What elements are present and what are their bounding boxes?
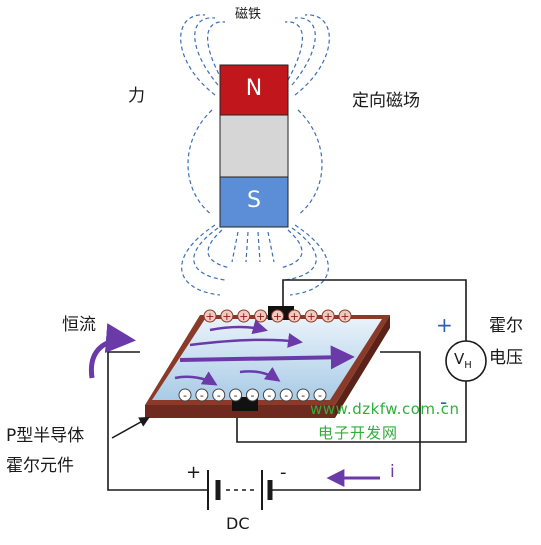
carrier-circle <box>254 309 268 323</box>
field-line <box>284 227 317 281</box>
hall-voltage-label-2: 电压 <box>489 348 523 368</box>
magnetic-field-lines <box>180 14 330 296</box>
carrier-circle <box>220 309 234 323</box>
south-pole-label: S <box>247 188 261 213</box>
flow-arrow <box>174 371 218 386</box>
carrier-circle <box>237 309 251 323</box>
carrier-circle <box>178 388 192 402</box>
force-label: 力 <box>128 86 145 106</box>
carrier-circle <box>304 309 318 323</box>
website-url: www.dzkfw.com.cn <box>310 400 460 418</box>
carrier-flow-arrows <box>174 319 355 386</box>
field-line <box>181 224 221 296</box>
carrier-sign: - <box>234 389 238 402</box>
wire-right <box>268 351 421 491</box>
flow-arrow <box>189 332 303 348</box>
wire-bottom-v <box>236 378 467 443</box>
carrier-sign: + <box>340 310 349 323</box>
carrier-sign: - <box>284 389 288 402</box>
north-pole <box>219 64 289 116</box>
carrier-circle <box>321 309 335 323</box>
hall-voltage-label-1: 霍尔 <box>489 316 523 336</box>
voltmeter-v: V <box>454 350 465 368</box>
field-line <box>187 109 213 216</box>
carrier-circle <box>338 309 352 323</box>
carrier-circle <box>203 309 217 323</box>
south-pole <box>219 176 289 228</box>
plate-thickness <box>145 405 335 418</box>
flow-arrow <box>179 345 355 370</box>
carrier-sign: + <box>307 310 316 323</box>
minus-bottom: - <box>440 390 448 414</box>
positive-carriers: + + + + + + + + + <box>203 309 352 323</box>
site-name: 电子开发网 <box>318 424 399 442</box>
field-line <box>267 231 275 263</box>
current-symbol: i <box>390 462 395 482</box>
magnet-label: 磁铁 <box>235 7 262 22</box>
carrier-sign: + <box>222 310 231 323</box>
field-line <box>193 227 226 281</box>
field-line <box>194 17 219 86</box>
carrier-sign: - <box>267 389 271 402</box>
negative-carriers: --------- <box>178 388 327 402</box>
field-line <box>245 231 249 263</box>
field-line <box>297 109 323 216</box>
field-line <box>289 224 329 296</box>
constant-current-arrow <box>88 323 136 379</box>
dc-battery <box>207 470 273 510</box>
field-line <box>180 14 216 96</box>
field-line <box>284 21 303 81</box>
dc-label: DC <box>226 514 250 533</box>
flow-arrow <box>239 366 281 382</box>
carrier-circle <box>287 309 301 323</box>
carrier-sign: - <box>251 389 255 402</box>
carrier-sign: + <box>239 310 248 323</box>
carrier-circle <box>246 388 259 402</box>
carrier-sign: + <box>205 310 214 323</box>
carrier-sign: + <box>324 310 333 323</box>
carrier-circle <box>313 388 327 402</box>
plate-side <box>335 315 390 418</box>
carrier-sign: - <box>217 389 221 402</box>
carrier-circle <box>296 388 310 402</box>
element-leader-arrow <box>111 416 150 439</box>
voltmeter-circle <box>445 340 487 382</box>
carrier-sign: + <box>290 310 299 323</box>
field-line <box>231 231 239 263</box>
magnet-middle <box>219 114 289 178</box>
battery-plus: + <box>186 462 202 483</box>
wire-top <box>282 279 467 345</box>
carrier-sign: - <box>200 389 204 402</box>
battery-minus: - <box>280 462 287 483</box>
field-line <box>207 21 226 81</box>
carrier-circle <box>262 388 276 402</box>
north-pole-label: N <box>245 76 263 101</box>
carrier-circle <box>271 309 284 323</box>
flow-arrow <box>209 319 268 335</box>
voltmeter-label: VH <box>454 352 472 371</box>
field-line <box>257 231 261 263</box>
element-label-2: 霍尔元件 <box>6 456 74 476</box>
carrier-circle <box>229 388 243 402</box>
field-line <box>294 14 330 96</box>
field-label: 定向磁场 <box>352 91 420 111</box>
plus-top: + <box>436 313 453 337</box>
carrier-circle <box>195 388 209 402</box>
bar-magnet <box>219 64 289 228</box>
field-line <box>291 17 316 86</box>
constant-current-label: 恒流 <box>62 315 96 335</box>
carrier-circle <box>212 388 226 402</box>
carrier-sign: - <box>183 389 187 402</box>
field-line <box>279 229 303 269</box>
carrier-circle <box>279 388 293 402</box>
carrier-sign: + <box>273 310 282 323</box>
carrier-sign: + <box>256 310 265 323</box>
carrier-sign: - <box>318 389 322 402</box>
element-label-1: P型半导体 <box>6 426 85 446</box>
field-line <box>207 229 231 269</box>
carrier-sign: - <box>301 389 305 402</box>
voltmeter-h: H <box>464 360 472 371</box>
